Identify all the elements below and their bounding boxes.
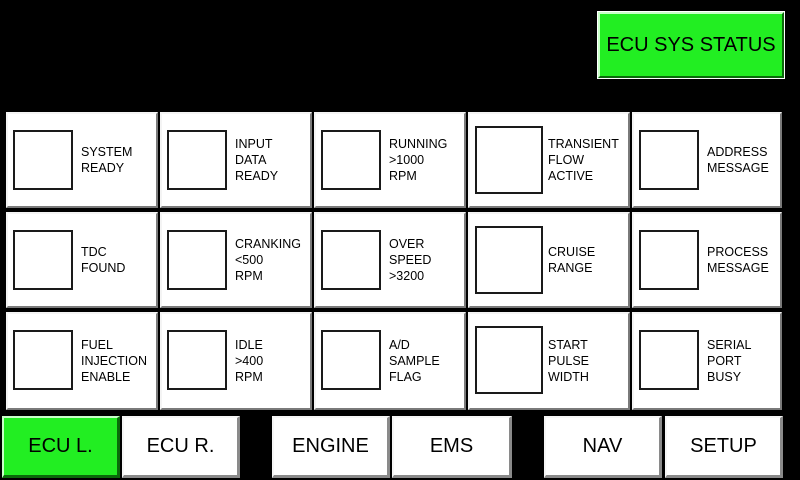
indicator-label: ADDRESS MESSAGE bbox=[707, 145, 769, 175]
indicator-label: PROCESS MESSAGE bbox=[707, 245, 769, 275]
nav-nav-button[interactable]: NAV bbox=[544, 416, 662, 478]
indicator-label: TDC FOUND bbox=[81, 245, 126, 275]
indicator-address-message: ADDRESS MESSAGE bbox=[632, 112, 782, 208]
indicator-light bbox=[321, 130, 381, 190]
indicator-label: TRANSIENT FLOW ACTIVE bbox=[548, 137, 619, 183]
indicator-fuel-injection: FUEL INJECTION ENABLE bbox=[6, 312, 158, 410]
indicator-label: CRANKING <500 RPM bbox=[235, 237, 301, 283]
indicator-label: CRUISE RANGE bbox=[548, 245, 596, 275]
indicator-grid: SYSTEM READY INPUT DATA READY RUNNING >1… bbox=[6, 112, 782, 410]
indicator-light bbox=[475, 226, 543, 294]
indicator-tdc-found: TDC FOUND bbox=[6, 212, 158, 308]
nav-engine-button[interactable]: ENGINE bbox=[272, 416, 390, 478]
indicator-label: RUNNING >1000 RPM bbox=[389, 137, 448, 183]
nav-setup-button[interactable]: SETUP bbox=[665, 416, 783, 478]
nav-ems-button[interactable]: EMS bbox=[392, 416, 512, 478]
indicator-label: FUEL INJECTION ENABLE bbox=[81, 338, 147, 384]
indicator-light bbox=[639, 330, 699, 390]
indicator-over-speed: OVER SPEED >3200 bbox=[314, 212, 466, 308]
indicator-idle: IDLE >400 RPM bbox=[160, 312, 312, 410]
indicator-label: START PULSE WIDTH bbox=[548, 338, 589, 384]
indicator-light bbox=[13, 230, 73, 290]
indicator-start-pulse-width: START PULSE WIDTH bbox=[468, 312, 630, 410]
indicator-system-ready: SYSTEM READY bbox=[6, 112, 158, 208]
indicator-label: SYSTEM READY bbox=[81, 145, 133, 175]
indicator-light bbox=[167, 130, 227, 190]
indicator-light bbox=[321, 230, 381, 290]
indicator-label: IDLE >400 RPM bbox=[235, 338, 264, 384]
indicator-light bbox=[639, 230, 699, 290]
nav-ecu-r-button[interactable]: ECU R. bbox=[122, 416, 240, 478]
indicator-transient-flow: TRANSIENT FLOW ACTIVE bbox=[468, 112, 630, 208]
indicator-light bbox=[13, 330, 73, 390]
indicator-process-message: PROCESS MESSAGE bbox=[632, 212, 782, 308]
indicator-cruise-range: CRUISE RANGE bbox=[468, 212, 630, 308]
indicator-light bbox=[13, 130, 73, 190]
indicator-running: RUNNING >1000 RPM bbox=[314, 112, 466, 208]
indicator-label: INPUT DATA READY bbox=[235, 137, 279, 183]
ecu-sys-status-button[interactable]: ECU SYS STATUS bbox=[597, 11, 785, 79]
indicator-light bbox=[475, 126, 543, 194]
indicator-label: SERIAL PORT BUSY bbox=[707, 338, 752, 384]
indicator-light bbox=[167, 230, 227, 290]
indicator-light bbox=[167, 330, 227, 390]
indicator-light bbox=[321, 330, 381, 390]
nav-ecu-l-button[interactable]: ECU L. bbox=[2, 416, 120, 478]
indicator-input-data-ready: INPUT DATA READY bbox=[160, 112, 312, 208]
indicator-label: A/D SAMPLE FLAG bbox=[389, 338, 440, 384]
indicator-ad-sample-flag: A/D SAMPLE FLAG bbox=[314, 312, 466, 410]
indicator-light bbox=[639, 130, 699, 190]
indicator-serial-port-busy: SERIAL PORT BUSY bbox=[632, 312, 782, 410]
indicator-cranking: CRANKING <500 RPM bbox=[160, 212, 312, 308]
indicator-light bbox=[475, 326, 543, 394]
indicator-label: OVER SPEED >3200 bbox=[389, 237, 432, 283]
